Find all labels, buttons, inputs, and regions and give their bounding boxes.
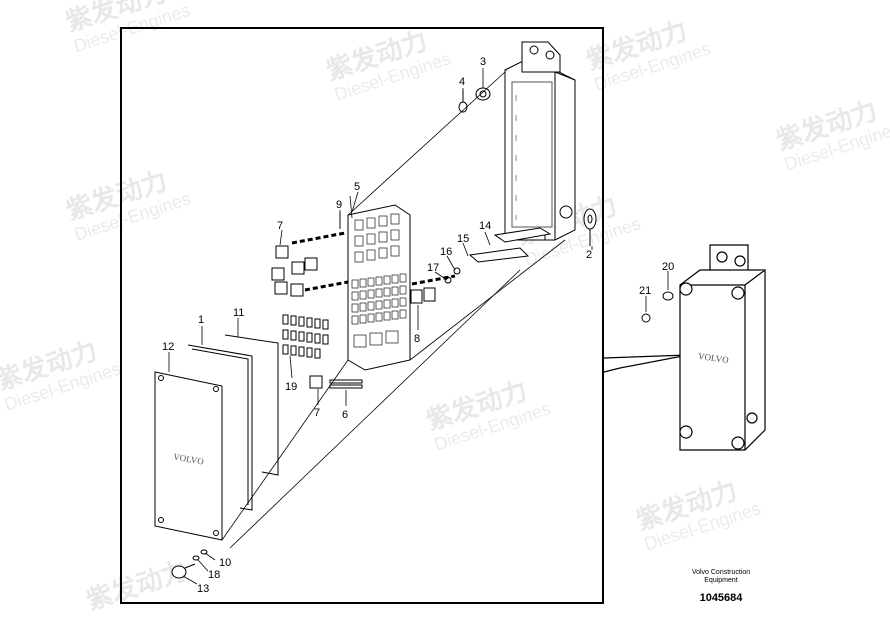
callout-16: 16 bbox=[440, 246, 452, 258]
item-3-bushing bbox=[475, 87, 491, 101]
item-7-relays-upper bbox=[271, 231, 349, 297]
item-11-gasket bbox=[224, 334, 279, 476]
callout-21: 21 bbox=[639, 285, 651, 297]
callout-13: 13 bbox=[197, 583, 209, 595]
callout-18: 18 bbox=[208, 569, 220, 581]
callout-14: 14 bbox=[479, 220, 491, 232]
assembled-logo: VOLVO bbox=[698, 351, 730, 365]
main-frame bbox=[120, 27, 604, 604]
item-13-screw bbox=[171, 563, 196, 579]
callout-7-upper: 7 bbox=[277, 220, 283, 232]
callout-labels: 3 4 5 9 7 14 15 16 17 2 8 19 7 6 1 11 12… bbox=[162, 56, 674, 595]
assembled-box: VOLVO bbox=[679, 244, 766, 451]
callout-12: 12 bbox=[162, 341, 174, 353]
drawing-footer: Volvo Construction Equipment 1045684 bbox=[666, 569, 776, 604]
callout-19: 19 bbox=[285, 381, 297, 393]
assembly-lines bbox=[221, 71, 593, 549]
drawing-number: 1045684 bbox=[699, 592, 743, 604]
item-7-relay-lower bbox=[309, 375, 323, 389]
callout-1: 1 bbox=[198, 314, 204, 326]
inset-pointer bbox=[603, 354, 689, 373]
housing-box bbox=[504, 41, 576, 241]
item-2-grommet bbox=[583, 208, 597, 246]
callout-3: 3 bbox=[480, 56, 486, 68]
leader-lines bbox=[168, 68, 669, 585]
item-12-cover: VOLVO bbox=[154, 371, 223, 541]
callout-15: 15 bbox=[457, 233, 469, 245]
item-1-gasket bbox=[187, 344, 253, 511]
company-line-2: Equipment bbox=[704, 577, 738, 584]
item-8-relays bbox=[410, 274, 456, 304]
item-6-fuse-strips bbox=[329, 379, 363, 389]
item-19-fuses bbox=[282, 314, 329, 359]
watermark-brand: 紫发动力 bbox=[83, 555, 191, 616]
item-5-fuse-board bbox=[347, 204, 411, 371]
item-14-seal bbox=[493, 227, 552, 243]
callout-2: 2 bbox=[586, 249, 592, 261]
callout-5: 5 bbox=[354, 181, 360, 193]
callout-8: 8 bbox=[414, 333, 420, 345]
callout-7-lower: 7 bbox=[314, 407, 320, 419]
item-10-18-washers bbox=[192, 549, 208, 561]
callout-11: 11 bbox=[233, 307, 244, 319]
callout-10: 10 bbox=[219, 557, 231, 569]
callout-17: 17 bbox=[427, 262, 439, 274]
callout-20: 20 bbox=[662, 261, 674, 273]
item-15-seal bbox=[468, 247, 530, 263]
callout-9: 9 bbox=[336, 199, 342, 211]
callout-6: 6 bbox=[342, 409, 348, 421]
item-20-21-parts bbox=[641, 291, 674, 323]
callout-4: 4 bbox=[459, 76, 465, 88]
company-line-1: Volvo Construction bbox=[691, 569, 751, 576]
